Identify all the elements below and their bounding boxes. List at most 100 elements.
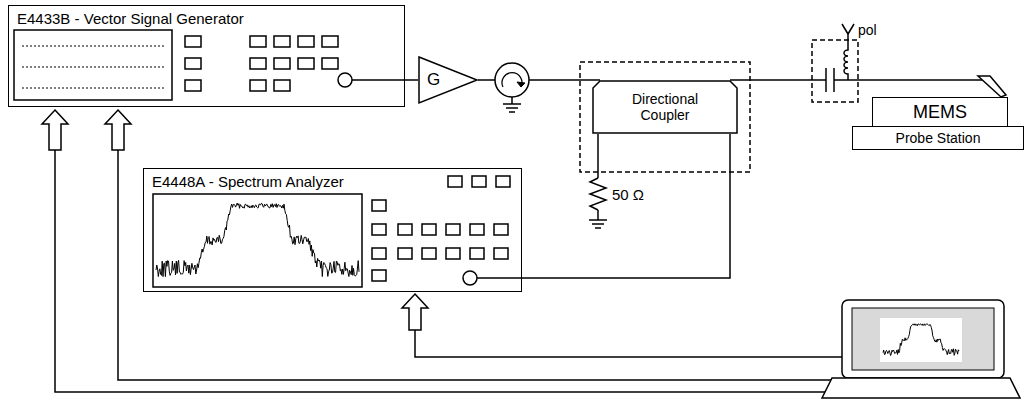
- ground-symbol: [509, 111, 515, 113]
- wire: [597, 210, 599, 220]
- rf-connector: [463, 271, 477, 285]
- text-holder: E4433B - Vector Signal Generator: [17, 10, 244, 27]
- button: [322, 58, 338, 69]
- laptop-screen: [842, 300, 1004, 378]
- control-line: [415, 330, 842, 357]
- laptop-base: [822, 378, 1020, 398]
- button: [470, 248, 484, 259]
- analyzer-display: [153, 194, 362, 287]
- directional-coupler: Directional Coupler: [592, 80, 738, 134]
- coupler-shape: [593, 81, 737, 133]
- inductor-symbol: [844, 34, 848, 80]
- button: [422, 224, 436, 235]
- node-label: G: [427, 70, 440, 90]
- button: [372, 270, 386, 281]
- node-label: MEMS: [913, 102, 967, 123]
- terminal-symbol: [848, 24, 854, 34]
- hollow-arrow: [42, 110, 68, 150]
- instrument-details: [14, 24, 1020, 398]
- button: [494, 248, 508, 259]
- resistor-symbol: [590, 178, 606, 210]
- node-label: Directional Coupler: [610, 91, 720, 123]
- hollow-arrow: [402, 294, 428, 330]
- hollow-arrow: [105, 110, 131, 150]
- circulator-symbol: [495, 63, 529, 97]
- probe-needle: [978, 76, 1006, 97]
- button: [372, 248, 386, 259]
- button: [398, 248, 412, 259]
- button: [470, 224, 484, 235]
- amplifier-triangle: [419, 57, 477, 103]
- button: [185, 58, 201, 69]
- control-line: [118, 150, 831, 380]
- wire: [511, 97, 513, 104]
- display-dotted-line: [22, 67, 165, 68]
- button: [446, 224, 460, 235]
- wire: [477, 277, 522, 279]
- button: [274, 58, 290, 69]
- wire: [834, 79, 982, 81]
- wire: [522, 134, 730, 278]
- rf-connector: [338, 73, 352, 87]
- wire: [352, 79, 405, 81]
- button: [422, 248, 436, 259]
- button: [298, 36, 314, 47]
- button: [185, 80, 201, 91]
- spectrum-analyzer-box: E4448A - Spectrum Analyzer: [143, 168, 522, 292]
- button: [250, 80, 266, 91]
- display-dotted-line: [22, 46, 165, 47]
- laptop-display: [852, 308, 994, 370]
- amplifier-triangle: G: [418, 56, 478, 104]
- control-line: [55, 150, 825, 392]
- wire: [597, 134, 599, 178]
- text-holder: G: [427, 70, 440, 90]
- text-holder: Probe Station: [896, 130, 981, 146]
- probe-station-box: Probe Station: [852, 126, 1024, 150]
- node-label: E4448A - Spectrum Analyzer: [152, 173, 344, 190]
- button: [250, 58, 266, 69]
- terminal-symbol: [842, 24, 848, 34]
- spectrum-trace: [883, 324, 959, 356]
- capacitor-plate: [825, 68, 827, 92]
- resistor-value: 50 Ω: [612, 186, 644, 203]
- button: [298, 58, 314, 69]
- text-holder: MEMS: [913, 102, 967, 123]
- bias-voltage-label: pol: [858, 22, 877, 38]
- generator-display: [14, 30, 172, 100]
- display-dotted-line: [22, 88, 165, 89]
- ground-symbol: [506, 107, 518, 109]
- mems-box: MEMS: [872, 97, 1008, 127]
- wire: [529, 79, 600, 81]
- circulator-arrowhead: [517, 82, 525, 87]
- ground-symbol: [589, 219, 607, 221]
- spectrum-trace: [156, 203, 359, 277]
- text-holder: Directional Coupler: [610, 91, 720, 123]
- button: [372, 224, 386, 235]
- text-holder: E4448A - Spectrum Analyzer: [152, 173, 344, 190]
- laptop-spectrum-image: [880, 318, 962, 362]
- button: [185, 36, 201, 47]
- button: [496, 176, 510, 187]
- button: [372, 200, 386, 211]
- button: [446, 248, 460, 259]
- signal-generator-box: E4433B - Vector Signal Generator: [8, 5, 405, 107]
- button: [274, 80, 290, 91]
- button: [472, 176, 486, 187]
- ground-symbol: [503, 103, 521, 105]
- node-label: Probe Station: [896, 130, 981, 146]
- button: [322, 36, 338, 47]
- dashed-enclosure: [580, 62, 750, 172]
- ground-symbol: [595, 227, 601, 229]
- button: [274, 36, 290, 47]
- dashed-enclosure: [812, 40, 858, 102]
- button: [448, 176, 462, 187]
- wire: [405, 79, 418, 81]
- node-label: E4433B - Vector Signal Generator: [17, 10, 244, 27]
- button: [398, 224, 412, 235]
- button: [250, 36, 266, 47]
- ground-symbol: [592, 223, 604, 225]
- wire: [478, 79, 495, 81]
